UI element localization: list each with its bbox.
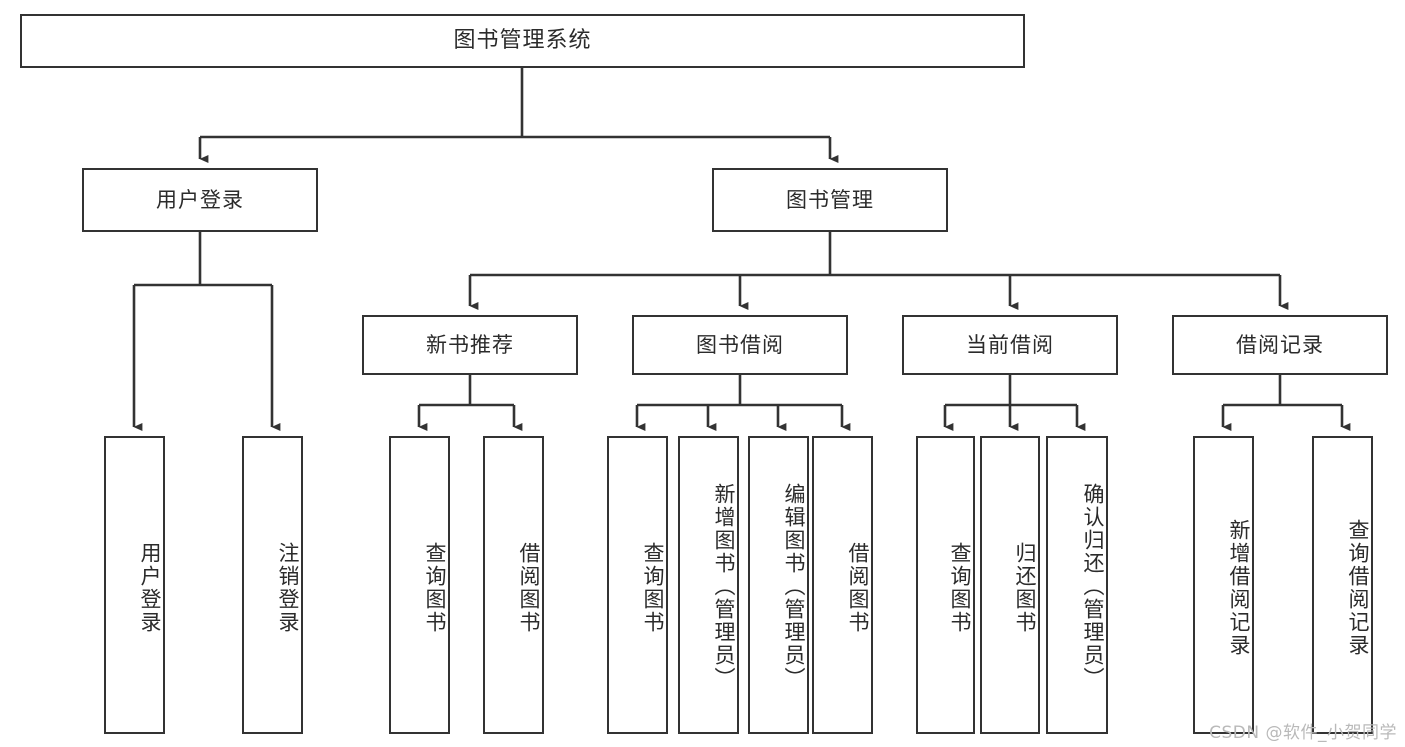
node-leaf-user-login[interactable]: 用户登录 [104, 436, 165, 734]
node-leaf-edit-book-admin[interactable]: 编辑图书（管理员） [748, 436, 809, 734]
node-label: 借阅记录 [1236, 332, 1324, 357]
node-label: 借阅图书 [846, 542, 870, 634]
node-label: 查询图书 [948, 542, 972, 634]
node-label: 图书管理系统 [453, 28, 592, 54]
node-leaf-add-book-admin[interactable]: 新增图书（管理员） [678, 436, 739, 734]
node-leaf-return-book[interactable]: 归还图书 [980, 436, 1040, 734]
node-label: 确认归还（管理员） [1081, 482, 1105, 690]
watermark-text: CSDN @软件_小贺同学 [1209, 723, 1397, 743]
node-label: 用户登录 [156, 187, 244, 212]
node-label: 新增图书（管理员） [712, 482, 736, 690]
node-borrow-record[interactable]: 借阅记录 [1172, 315, 1388, 375]
node-leaf-query-book-new[interactable]: 查询图书 [389, 436, 450, 734]
node-label: 编辑图书（管理员） [782, 482, 806, 690]
node-leaf-borrow-book-new[interactable]: 借阅图书 [483, 436, 544, 734]
node-label: 查询借阅记录 [1346, 519, 1370, 657]
node-leaf-query-borrow-record[interactable]: 查询借阅记录 [1312, 436, 1373, 734]
node-book-management[interactable]: 图书管理 [712, 168, 948, 232]
node-user-login[interactable]: 用户登录 [82, 168, 318, 232]
node-label: 查询图书 [641, 542, 665, 634]
node-leaf-add-borrow-record[interactable]: 新增借阅记录 [1193, 436, 1254, 734]
node-label: 查询图书 [423, 542, 447, 634]
node-leaf-query-book-borrow[interactable]: 查询图书 [607, 436, 668, 734]
node-book-borrow[interactable]: 图书借阅 [632, 315, 848, 375]
node-leaf-confirm-return-admin[interactable]: 确认归还（管理员） [1046, 436, 1108, 734]
node-root-book-management-system[interactable]: 图书管理系统 [20, 14, 1025, 68]
node-leaf-logout[interactable]: 注销登录 [242, 436, 303, 734]
node-label: 新增借阅记录 [1227, 519, 1251, 657]
node-new-book-recommend[interactable]: 新书推荐 [362, 315, 578, 375]
node-current-borrow[interactable]: 当前借阅 [902, 315, 1118, 375]
node-label: 归还图书 [1013, 542, 1037, 634]
node-leaf-borrow-book[interactable]: 借阅图书 [812, 436, 873, 734]
node-label: 当前借阅 [966, 332, 1054, 357]
node-label: 新书推荐 [426, 332, 514, 357]
node-label: 借阅图书 [517, 542, 541, 634]
node-leaf-query-book-current[interactable]: 查询图书 [916, 436, 975, 734]
node-label: 图书管理 [786, 187, 874, 212]
node-label: 用户登录 [138, 542, 162, 634]
node-label: 注销登录 [276, 542, 300, 634]
node-label: 图书借阅 [696, 332, 784, 357]
